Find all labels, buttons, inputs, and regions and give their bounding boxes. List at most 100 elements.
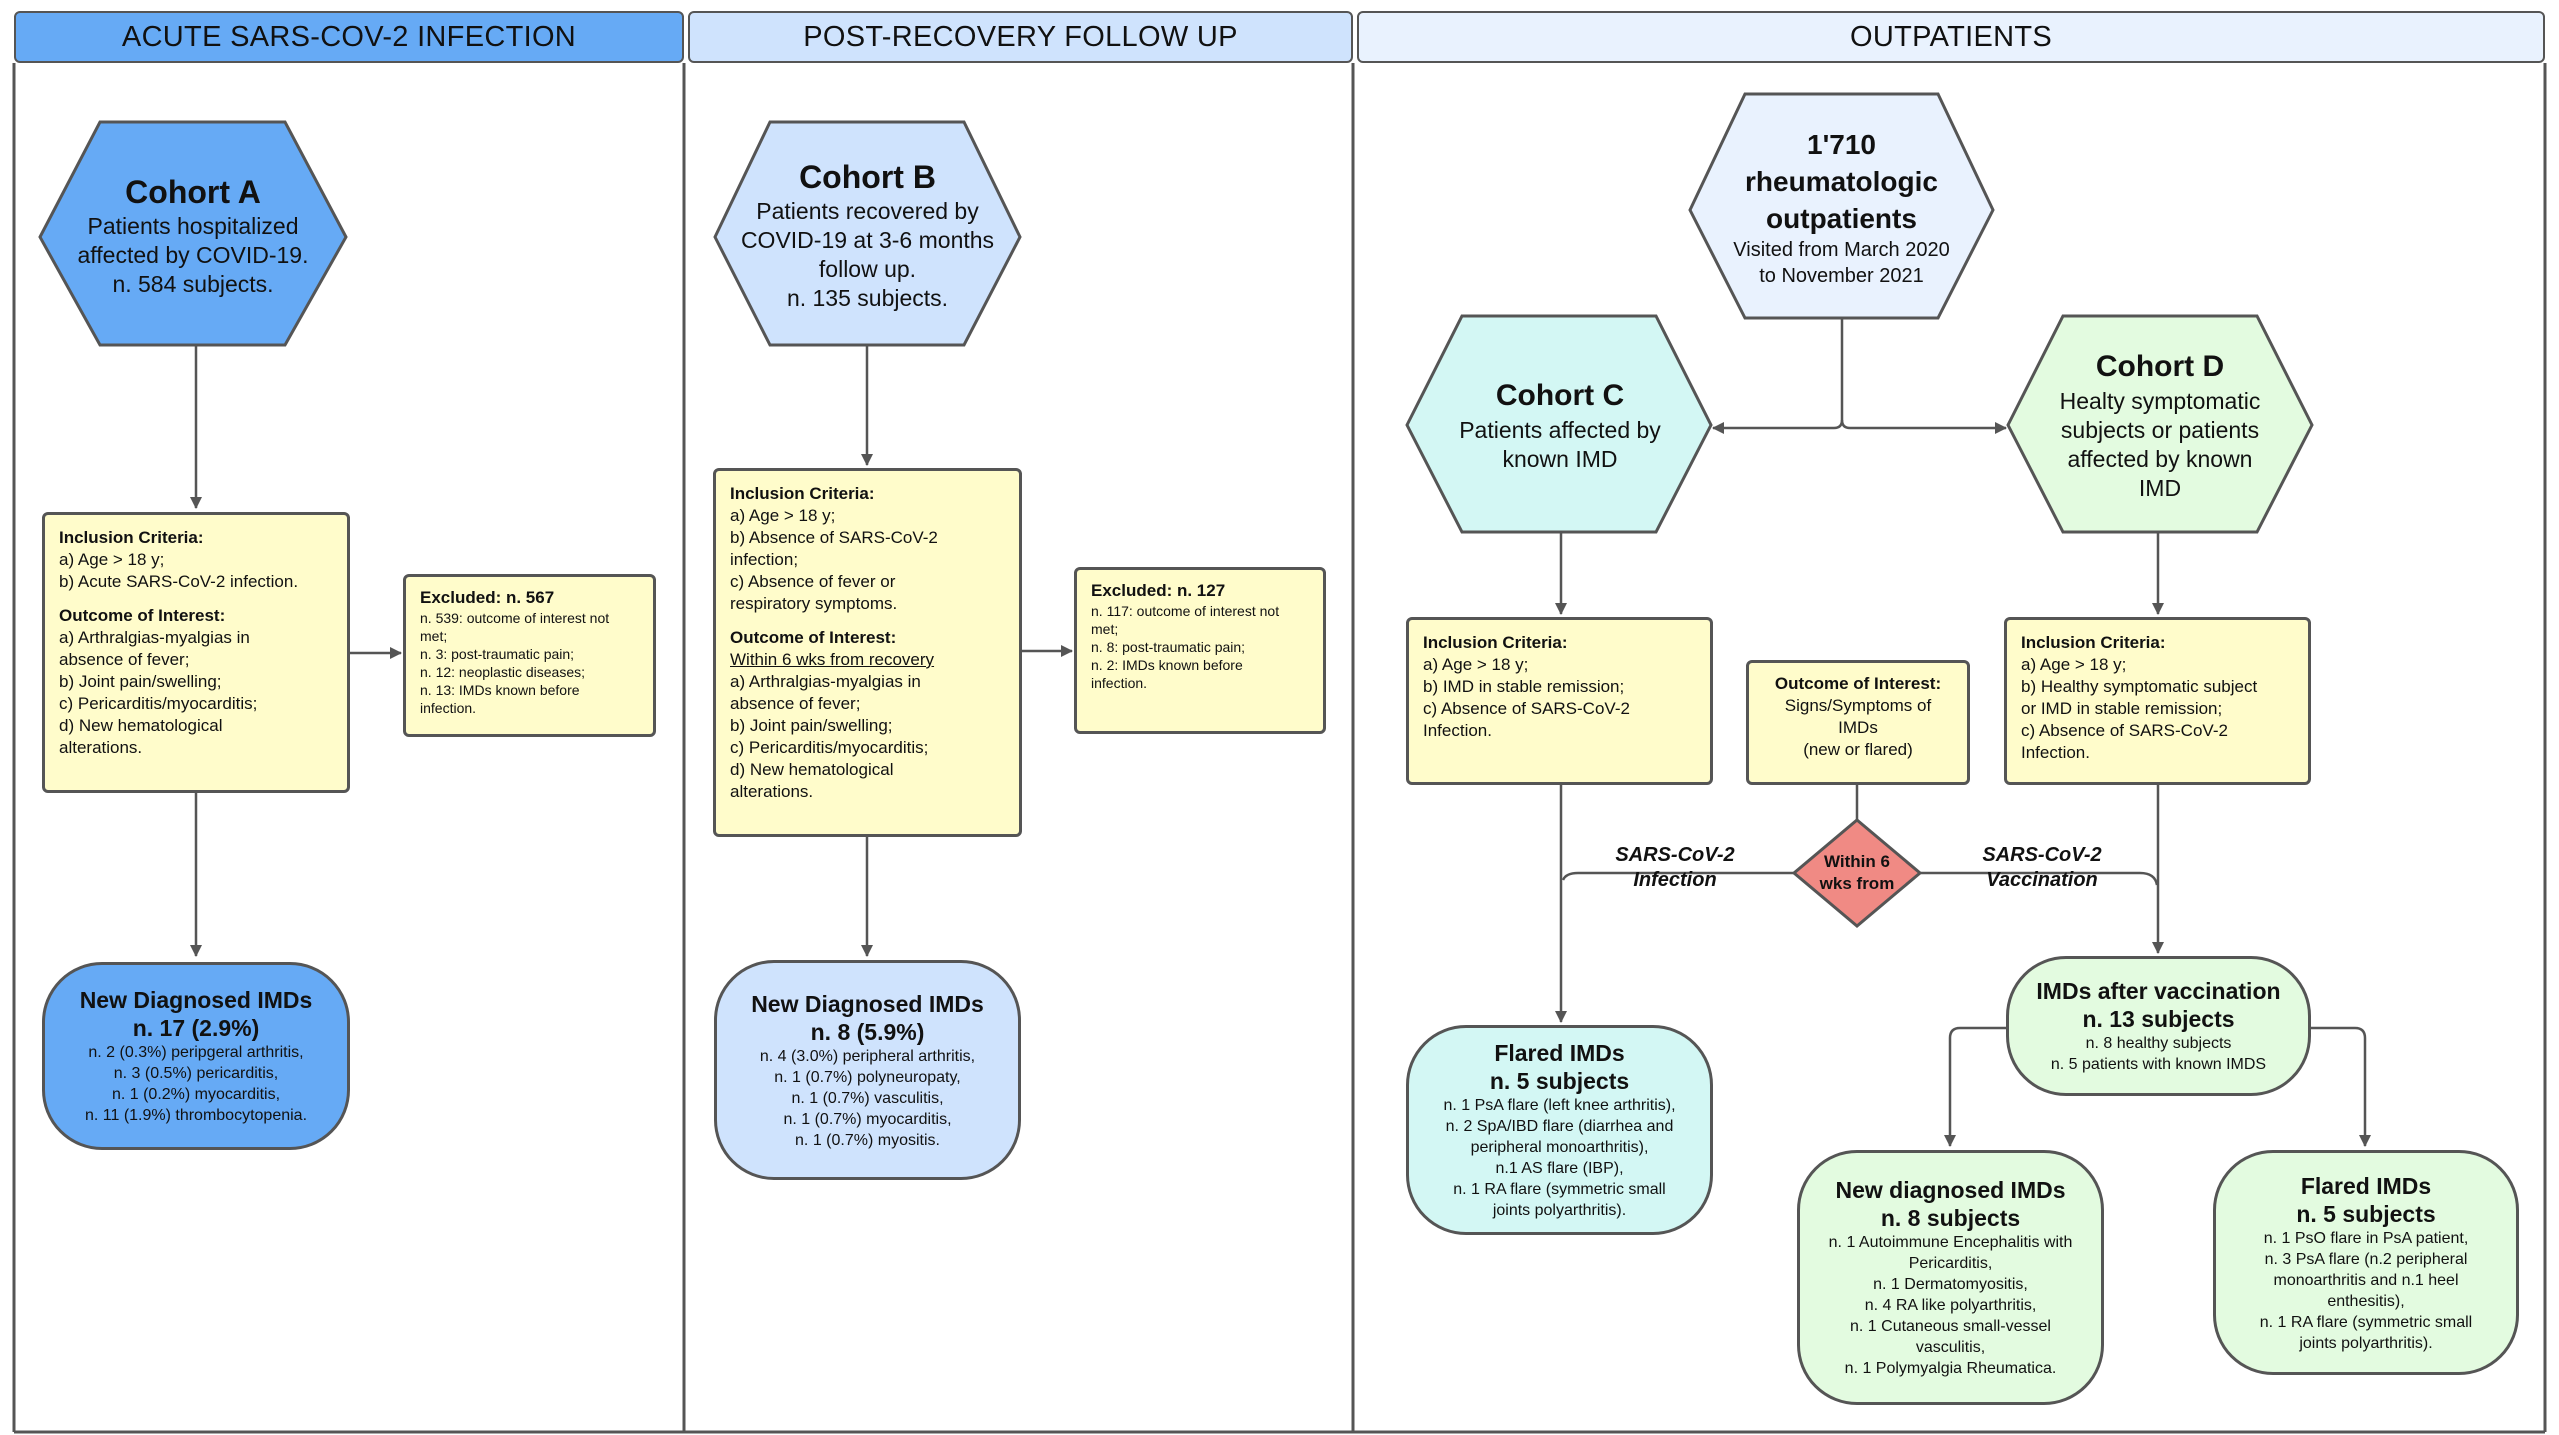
label-infection: SARS-CoV-2 Infection	[1595, 843, 1755, 893]
criteria-line: a) Arthralgias-myalgias in	[59, 628, 250, 647]
result-line: joints polyarthritis).	[1492, 1202, 1627, 1219]
outcome-title: Outcome of Interest:	[59, 606, 226, 625]
outpatients-title: 1'710	[1807, 128, 1876, 160]
result-title: New Diagnosed IMDs	[751, 990, 984, 1017]
result-line: Pericarditis,	[1908, 1255, 1993, 1272]
result-count: n. 13 subjects	[2082, 1006, 2235, 1032]
criteria-line: b) Healthy symptomatic subject	[2021, 677, 2258, 696]
cohort-a-line: Patients hospitalized	[87, 212, 299, 239]
result-line: n. 1 Polymyalgia Rheumatica.	[1844, 1360, 2057, 1377]
criteria-line: alterations.	[730, 782, 814, 801]
inclusion-title: Inclusion Criteria:	[59, 528, 204, 547]
criteria-line: c) Absence of SARS-CoV-2	[2021, 721, 2228, 740]
result-line: n. 1 (0.7%) polyneuropaty,	[774, 1068, 961, 1086]
result-count: n. 5 subjects	[1489, 1068, 1630, 1094]
outcome-line: Signs/Symptoms of	[1784, 696, 1932, 715]
cohort-c-line: Patients affected by	[1459, 417, 1661, 443]
arrow-outpatients-to-d	[1840, 419, 2007, 434]
result-a-node: New Diagnosed IMDs n. 17 (2.9%) n. 2 (0.…	[42, 962, 350, 1150]
cohort-c-title: Cohort C	[1495, 379, 1625, 412]
cohort-d-line: IMD	[2138, 475, 2182, 501]
excluded-line: n. 13: IMDs known before	[420, 682, 580, 698]
result-line: n. 1 (0.2%) myocarditis,	[111, 1086, 281, 1103]
column-frames	[12, 63, 2547, 1434]
label-vaccination: SARS-CoV-2 Vaccination	[1962, 843, 2122, 893]
timing-diamond-label: Within 6 wks from	[1807, 843, 1907, 903]
outcome-line: (new or flared)	[1803, 740, 1913, 759]
result-line: n. 1 Dermatomyositis,	[1873, 1276, 2028, 1293]
outpatients-title: outpatients	[1766, 202, 1917, 234]
cohort-d-line: Healty symptomatic	[2059, 388, 2261, 414]
criteria-line: b) Joint pain/swelling;	[59, 672, 222, 691]
result-title: Flared IMDs	[2300, 1172, 2432, 1199]
result-line: n. 1 (0.7%) myositis.	[795, 1131, 940, 1149]
criteria-c-box: Inclusion Criteria: a) Age > 18 y; b) IM…	[1406, 617, 1713, 785]
result-line: n. 3 (0.5%) pericarditis,	[113, 1065, 279, 1082]
criteria-line: a) Age > 18 y;	[730, 506, 836, 525]
outcome-cd-box: Outcome of Interest: Signs/Symptoms of I…	[1746, 660, 1970, 785]
criteria-line: b) Acute SARS-CoV-2 infection.	[59, 572, 299, 591]
criteria-line: c) Absence of SARS-CoV-2	[1423, 699, 1630, 718]
excluded-line: n. 117: outcome of interest not	[1091, 603, 1280, 619]
cohort-b-line: n. 135 subjects.	[786, 285, 949, 311]
cohort-c-hexagon	[1405, 314, 1713, 534]
outpatients-title: rheumatologic	[1745, 165, 1938, 197]
excluded-b-box: Excluded: n. 127 n. 117: outcome of inte…	[1074, 567, 1326, 734]
result-line: n. 1 Autoimmune Encephalitis with	[1828, 1234, 2073, 1251]
outpatients-hexagon	[1688, 92, 1995, 320]
criteria-line: d) New hematological	[730, 760, 894, 779]
label-line: Infection	[1633, 869, 1717, 891]
result-line: n. 1 PsO flare in PsA patient,	[2263, 1229, 2469, 1247]
result-count: n. 8 (5.9%)	[810, 1018, 925, 1045]
excluded-line: met;	[1091, 621, 1119, 637]
cohort-d-hexagon	[2006, 314, 2314, 534]
cohort-d-title: Cohort D	[2095, 350, 2225, 383]
criteria-d-box: Inclusion Criteria: a) Age > 18 y; b) He…	[2004, 617, 2311, 785]
criteria-line: alterations.	[59, 738, 143, 757]
timing-diamond	[1791, 818, 1923, 928]
result-new-diagnosed-node: New diagnosed IMDs n. 8 subjects n. 1 Au…	[1797, 1150, 2104, 1405]
result-line: n. 1 Cutaneous small-vessel	[1850, 1318, 2051, 1335]
result-line: n.1 AS flare (IBP),	[1495, 1160, 1624, 1177]
excluded-line: infection.	[1091, 675, 1148, 691]
excluded-title: Excluded: n. 127	[1091, 581, 1226, 600]
outpatients-line: Visited from March 2020	[1733, 238, 1950, 261]
cohort-b-hexagon	[713, 120, 1022, 347]
arrow-vacc-to-flared	[2308, 1026, 2371, 1147]
criteria-line: a) Arthralgias-myalgias in	[730, 672, 921, 691]
diamond-line: Within 6	[1824, 852, 1890, 871]
result-count: n. 8 subjects	[1880, 1205, 2021, 1231]
header-outpatients: OUTPATIENTS	[1357, 11, 2545, 63]
result-count: n. 17 (2.9%)	[132, 1015, 260, 1041]
connector-lines	[190, 318, 2371, 1147]
result-line: n. 1 (0.7%) myocarditis,	[783, 1110, 952, 1128]
arrow-outpatients-to-c	[1712, 318, 1844, 434]
criteria-line: respiratory symptoms.	[730, 594, 898, 613]
cohort-d-line: subjects or patients	[2060, 417, 2260, 443]
excluded-line: n. 12: neoplastic diseases;	[420, 664, 585, 680]
cohort-a-title: Cohort A	[125, 173, 261, 210]
criteria-line: infection;	[730, 550, 799, 569]
cohort-a-line: n. 584 subjects.	[112, 270, 274, 297]
result-vaccination-node: IMDs after vaccination n. 13 subjects n.…	[2006, 956, 2311, 1096]
result-title: New diagnosed IMDs	[1835, 1177, 2066, 1203]
criteria-line: d) New hematological	[59, 716, 223, 735]
result-title: IMDs after vaccination	[2036, 978, 2281, 1004]
result-line: n. 2 (0.3%) peripgeral arthritis,	[88, 1044, 304, 1061]
result-line: n. 3 PsA flare (n.2 peripheral	[2264, 1250, 2468, 1268]
criteria-line: c) Absence of fever or	[730, 572, 896, 591]
arrow-vacc-to-new	[1944, 1026, 2008, 1147]
criteria-line: Infection.	[1423, 721, 1492, 740]
excluded-line: met;	[420, 628, 448, 644]
line-diamond-to-infection	[1561, 871, 1794, 881]
cohort-c-node: Cohort C Patients affected by known IMD	[1420, 350, 1700, 500]
label-line: SARS-CoV-2	[1615, 844, 1735, 866]
outcome-title: Outcome of Interest:	[730, 628, 897, 647]
cohort-a-hexagon	[38, 120, 348, 347]
result-flared-vaccination-node: Flared IMDs n. 5 subjects n. 1 PsO flare…	[2213, 1150, 2519, 1375]
outcome-line: IMDs	[1838, 718, 1878, 737]
result-c-node: Flared IMDs n. 5 subjects n. 1 PsA flare…	[1406, 1025, 1713, 1235]
result-line: n. 1 (0.7%) vasculitis,	[791, 1089, 944, 1107]
